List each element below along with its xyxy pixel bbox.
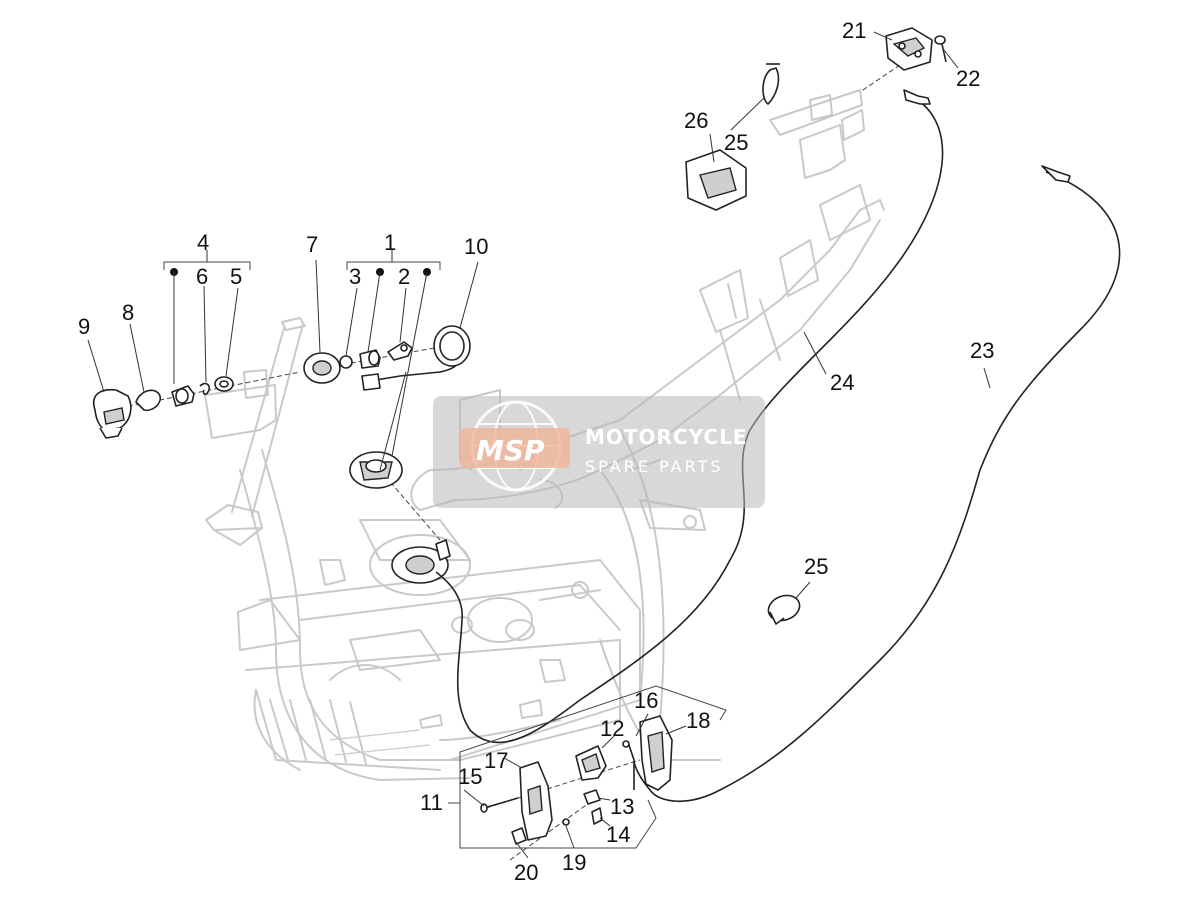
callout-10: 10 xyxy=(464,234,488,259)
callout-11: 11 xyxy=(420,790,443,815)
callout-1: 1 xyxy=(384,230,396,255)
watermark-logo: MSP xyxy=(476,434,545,467)
part-13-nut xyxy=(583,789,601,805)
callout-4: 4 xyxy=(197,230,209,255)
callout-12: 12 xyxy=(600,716,624,741)
callout-9: 9 xyxy=(78,314,90,339)
callout-18: 18 xyxy=(686,708,710,733)
part-9-lock-housing xyxy=(93,388,132,439)
callout-3: 3 xyxy=(349,264,361,289)
callout-26: 26 xyxy=(684,108,708,133)
part-21-saddle-lock xyxy=(885,27,933,71)
callout-20: 20 xyxy=(514,860,538,885)
callout-6: 6 xyxy=(196,264,208,289)
part-6-clip xyxy=(199,382,211,395)
part-7-lock-cover xyxy=(303,352,341,384)
part-3-washer xyxy=(339,355,353,369)
part-23-cable xyxy=(633,165,1121,803)
part-17-lock-plate xyxy=(519,761,553,841)
callout-14: 14 xyxy=(606,822,630,847)
callout-25-top: 25 xyxy=(724,130,748,155)
part-25-cable-tie-bottom xyxy=(767,594,801,625)
callout-21: 21 xyxy=(842,18,866,43)
part-19-screw xyxy=(562,818,570,826)
part-22-screw xyxy=(934,35,947,63)
part-14-spring xyxy=(591,807,603,825)
part-18-lock-cover xyxy=(639,715,673,791)
callout-dots xyxy=(170,268,431,276)
callout-2: 2 xyxy=(398,264,410,289)
part-20-clip xyxy=(511,827,527,845)
part-number-labels: 4 1 6 5 3 2 7 10 8 9 21 22 26 25 23 24 2… xyxy=(78,18,994,885)
part-24-cable xyxy=(435,89,944,744)
callout-16: 16 xyxy=(634,688,658,713)
watermark-logo-badge xyxy=(460,428,570,468)
watermark-line1: MOTORCYCLE xyxy=(585,425,747,449)
callout-22: 22 xyxy=(956,66,980,91)
part-16-cable-end xyxy=(622,740,635,790)
part-12-latch xyxy=(575,745,607,781)
callout-24: 24 xyxy=(830,370,854,395)
callout-17: 17 xyxy=(484,748,508,773)
callout-15: 15 xyxy=(458,764,482,789)
callout-23: 23 xyxy=(970,338,994,363)
leader-lines xyxy=(87,31,991,859)
part-15-bolt xyxy=(480,797,519,813)
callout-7: 7 xyxy=(306,232,318,257)
callout-25-bottom: 25 xyxy=(804,554,828,579)
part-5-washer xyxy=(214,376,234,392)
part-25-cable-tie-top xyxy=(762,63,780,105)
part-fuel-cap xyxy=(349,451,403,489)
part-1-lock-cylinder xyxy=(359,349,381,369)
callout-13: 13 xyxy=(610,794,634,819)
part-4-lock-barrel xyxy=(171,385,195,407)
callout-8: 8 xyxy=(122,300,134,325)
watermark: MSP MOTORCYCLE SPARE PARTS xyxy=(433,396,765,508)
part-10-fuel-cap-ring xyxy=(433,325,471,367)
watermark-line2: SPARE PARTS xyxy=(585,457,724,476)
part-fuel-filler xyxy=(391,539,451,584)
callout-19: 19 xyxy=(562,850,586,875)
callout-5: 5 xyxy=(230,264,242,289)
part-8-spring xyxy=(135,389,162,412)
part-26-cover xyxy=(685,149,747,211)
part-2-lock-lever xyxy=(387,341,413,361)
